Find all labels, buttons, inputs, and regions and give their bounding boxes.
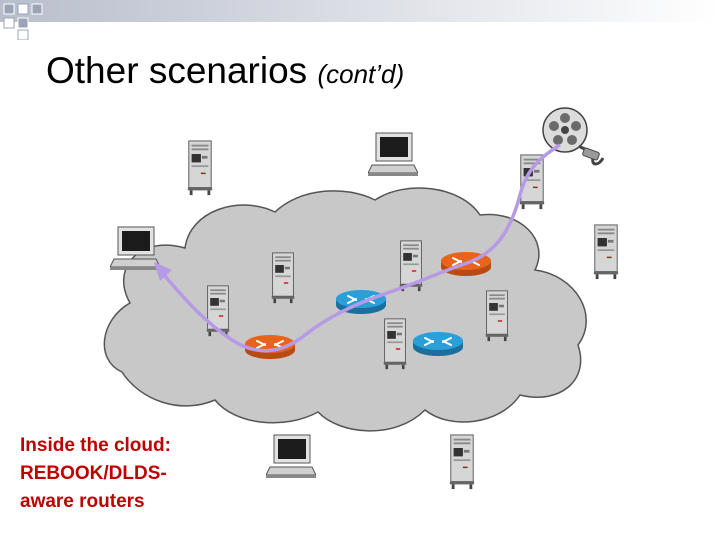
computer-monitor-icon [266, 434, 316, 479]
title-suffix: (cont’d) [317, 59, 405, 89]
slide-title: Other scenarios (cont’d) [46, 50, 404, 92]
computer-monitor-icon [110, 226, 160, 271]
film-reel-icon [542, 107, 605, 166]
caption-line-1: Inside the cloud: [20, 435, 171, 456]
server-tower-icon [485, 290, 509, 342]
server-tower-icon [271, 252, 295, 304]
computer-monitor-icon [368, 132, 418, 177]
caption-line-3: aware routers [20, 491, 145, 512]
server-tower-icon [449, 434, 475, 490]
caption-text: Inside the cloud: REBOOK/DLDS- aware rou… [20, 432, 171, 516]
data-path [154, 143, 561, 353]
title-main: Other scenarios [46, 50, 308, 91]
server-tower-icon [187, 140, 213, 196]
router-plain [412, 331, 464, 357]
caption-line-2: REBOOK/DLDS- [20, 463, 167, 484]
corner-decoration [0, 0, 720, 40]
server-tower-icon [593, 224, 619, 280]
server-tower-icon [383, 318, 407, 370]
